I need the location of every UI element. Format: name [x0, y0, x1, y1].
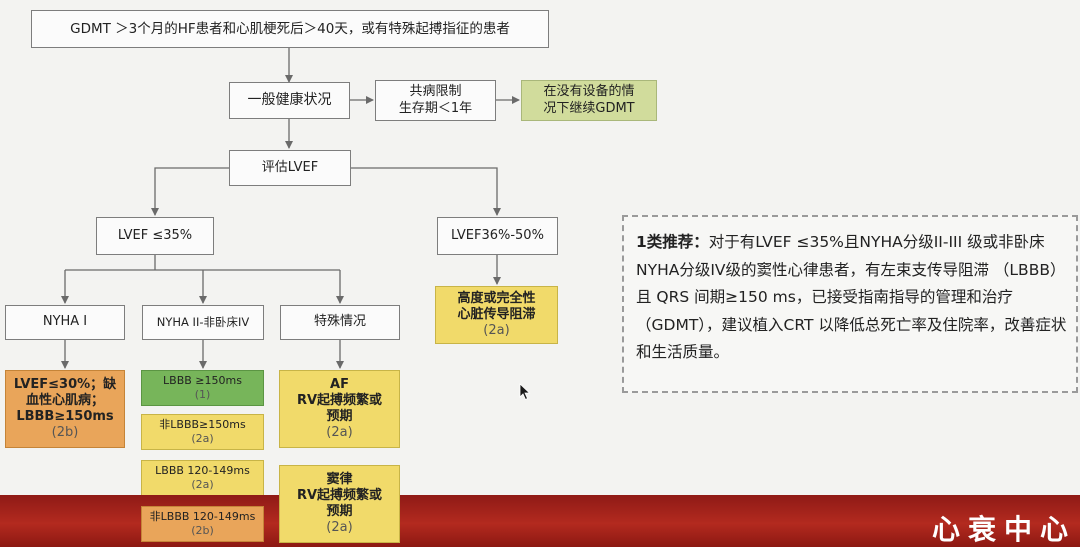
- heart-block-class: (2a): [483, 323, 510, 339]
- nyha1-rec-box: LVEF≤30%；缺 血性心肌病； LBBB≥150ms (2b): [5, 370, 125, 448]
- special-box: 特殊情况: [280, 305, 400, 340]
- nyha1-rec-text: LVEF≤30%；缺 血性心肌病； LBBB≥150ms: [13, 376, 117, 425]
- lvef-le35-box: LVEF ≤35%: [96, 217, 214, 255]
- special-text: 特殊情况: [313, 314, 366, 330]
- lvef-36-50-text: LVEF36%-50%: [451, 227, 544, 243]
- non-lbbb120-class: (2b): [191, 524, 214, 537]
- non-lbbb150-box: 非LBBB≥150ms (2a): [141, 414, 264, 450]
- comorbidity-box: 共病限制 生存期＜1年: [375, 80, 496, 121]
- assess-lvef-box: 评估LVEF: [229, 150, 351, 186]
- lbbb120-class: (2a): [191, 478, 214, 491]
- af-text: AF RV起搏频繁或 预期: [296, 376, 383, 425]
- general-health-text: 一般健康状况: [247, 91, 332, 108]
- heart-block-text: 高度或完全性 心脏传导阻滞: [457, 290, 536, 322]
- non-lbbb120-box: 非LBBB 120-149ms (2b): [141, 506, 264, 542]
- continue-gdmt-box: 在没有设备的情 况下继续GDMT: [521, 80, 657, 121]
- lbbb120-text: LBBB 120-149ms: [155, 464, 250, 478]
- top-criteria-text: GDMT ＞3个月的HF患者和心肌梗死后＞40天，或有特殊起搏指征的患者: [70, 20, 510, 37]
- comorbidity-text: 共病限制 生存期＜1年: [398, 84, 473, 116]
- lbbb150-box: LBBB ≥150ms (1): [141, 370, 264, 406]
- non-lbbb150-text: 非LBBB≥150ms: [159, 418, 246, 432]
- nyha1-rec-class: (2b): [51, 425, 79, 441]
- assess-lvef-text: 评估LVEF: [261, 159, 319, 175]
- af-box: AF RV起搏频繁或 预期 (2a): [279, 370, 400, 448]
- af-class: (2a): [326, 425, 353, 441]
- continue-gdmt-text: 在没有设备的情 况下继续GDMT: [543, 84, 635, 116]
- nyha-1-box: NYHA I: [5, 305, 125, 340]
- nyha-2-4-box: NYHA II-非卧床IV: [142, 305, 264, 340]
- note-lead: 1类推荐：: [636, 233, 709, 251]
- nyha-1-text: NYHA I: [42, 314, 88, 330]
- lvef-le35-text: LVEF ≤35%: [117, 227, 193, 243]
- lvef-36-50-box: LVEF36%-50%: [437, 217, 558, 255]
- lbbb150-text: LBBB ≥150ms: [163, 374, 242, 388]
- non-lbbb150-class: (2a): [191, 432, 214, 445]
- lbbb150-class: (1): [194, 388, 211, 401]
- general-health-box: 一般健康状况: [229, 82, 350, 119]
- sinus-text: 窦律 RV起搏频繁或 预期: [296, 471, 383, 520]
- lbbb120-box: LBBB 120-149ms (2a): [141, 460, 264, 496]
- recommendation-note: 1类推荐：对于有LVEF ≤35%且NYHA分级II-III 级或非卧床NYHA…: [622, 215, 1078, 393]
- top-criteria-box: GDMT ＞3个月的HF患者和心肌梗死后＞40天，或有特殊起搏指征的患者: [31, 10, 549, 48]
- brand-text: 心衰中心: [932, 513, 1077, 546]
- sinus-class: (2a): [326, 520, 353, 536]
- non-lbbb120-text: 非LBBB 120-149ms: [149, 510, 256, 524]
- nyha-2-4-text: NYHA II-非卧床IV: [156, 315, 250, 330]
- heart-block-box: 高度或完全性 心脏传导阻滞 (2a): [435, 286, 558, 344]
- note-body: 对于有LVEF ≤35%且NYHA分级II-III 级或非卧床NYHA分级IV级…: [636, 233, 1067, 362]
- mouse-cursor-icon: [519, 383, 531, 401]
- sinus-box: 窦律 RV起搏频繁或 预期 (2a): [279, 465, 400, 543]
